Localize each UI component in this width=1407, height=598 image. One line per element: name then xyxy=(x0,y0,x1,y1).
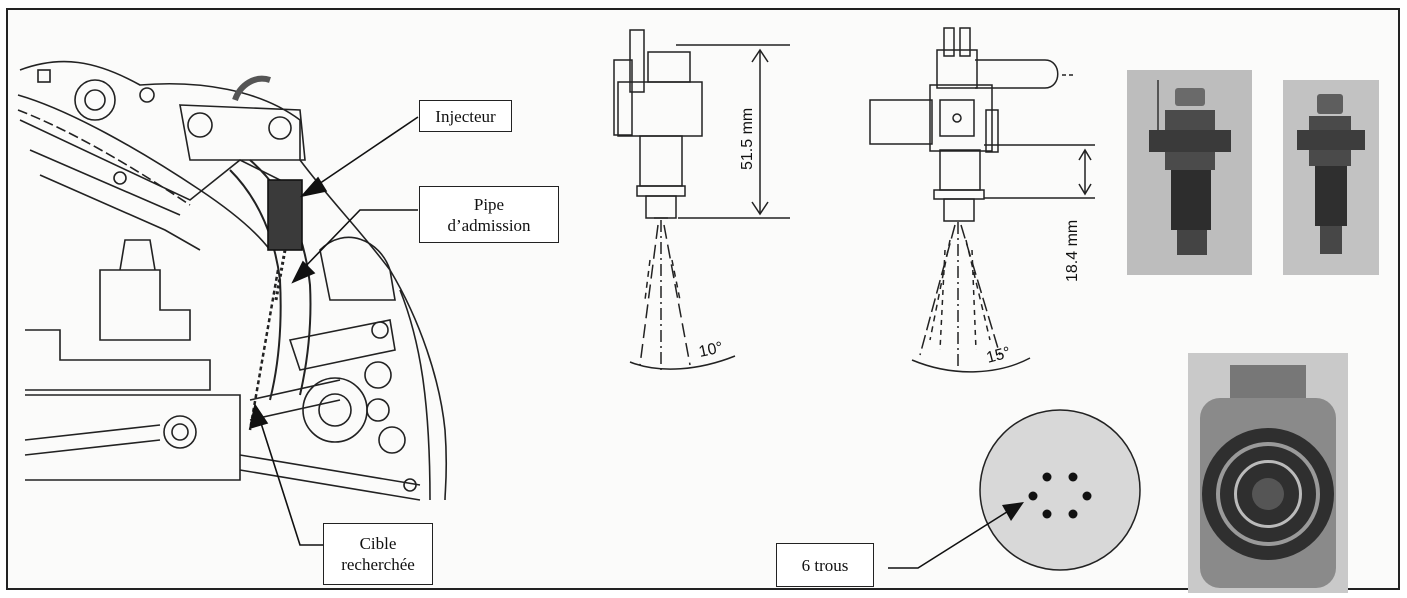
injector-photo-front xyxy=(1283,80,1379,275)
nozzle-hole xyxy=(1068,472,1078,482)
injector-b-angle-label: 15° xyxy=(985,344,1013,367)
nozzle-hole xyxy=(1042,509,1052,519)
cible-label-line1: Cible xyxy=(359,534,397,553)
cible-label-line2: recherchée xyxy=(341,555,415,574)
injector-nozzle-photo xyxy=(1188,353,1348,593)
nozzle-hole xyxy=(1082,491,1092,501)
injector-b-drawing xyxy=(869,27,1095,373)
injecteur-arrowhead xyxy=(299,176,328,198)
nozzle-detail-drawing xyxy=(888,409,1141,571)
pipe-label-line2: d’admission xyxy=(447,215,531,235)
cible-arrowhead xyxy=(248,402,269,430)
engine-section-drawing xyxy=(17,60,448,501)
injector-a-length-label: 51.5 mm xyxy=(739,108,756,170)
cible-callout: Cible recherchée xyxy=(323,523,433,585)
nozzle-hole xyxy=(1028,491,1038,501)
pipe-label-line1: Pipe xyxy=(473,194,505,214)
injector-photo-side xyxy=(1127,70,1252,275)
injector-a-angle-label: 10° xyxy=(697,339,724,361)
injecteur-label: Injecteur xyxy=(435,106,496,126)
callout-arrows xyxy=(248,116,419,546)
pipe-arrowhead xyxy=(291,260,316,284)
pipe-admission-callout: Pipe d’admission xyxy=(419,186,559,243)
injecteur-callout: Injecteur xyxy=(419,100,512,132)
trous-arrowhead xyxy=(1002,502,1024,521)
injector-a-drawing xyxy=(613,29,790,370)
injector-b-length-label: 18.4 mm xyxy=(1064,220,1081,282)
trous-callout: 6 trous xyxy=(776,543,874,587)
nozzle-hole xyxy=(1042,472,1052,482)
trous-label: 6 trous xyxy=(801,555,849,575)
nozzle-hole xyxy=(1068,509,1078,519)
